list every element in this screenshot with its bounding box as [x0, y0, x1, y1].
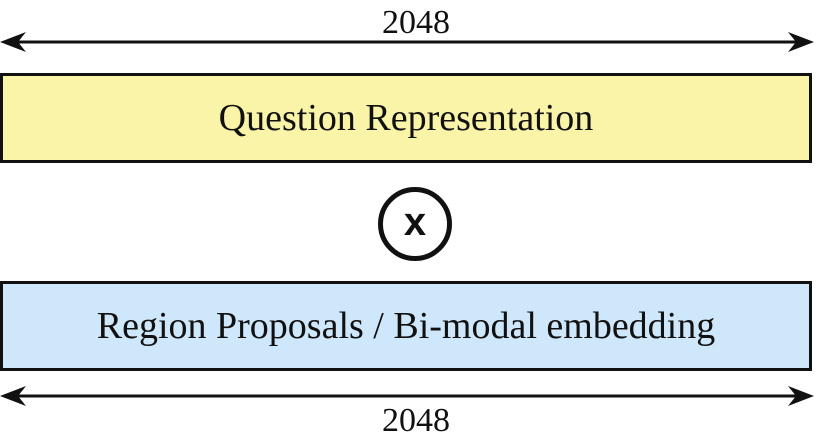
- bottom-dimension-label: 2048: [382, 402, 450, 439]
- multiply-symbol: x: [403, 200, 427, 244]
- top-dimension-label: 2048: [382, 4, 450, 41]
- region-proposals-box: Region Proposals / Bi-modal embedding: [0, 281, 812, 371]
- multiply-icon: x: [378, 187, 452, 261]
- top-double-arrow-icon: [0, 32, 814, 52]
- question-representation-box: Question Representation: [0, 73, 812, 163]
- bottom-double-arrow-icon: [0, 386, 814, 406]
